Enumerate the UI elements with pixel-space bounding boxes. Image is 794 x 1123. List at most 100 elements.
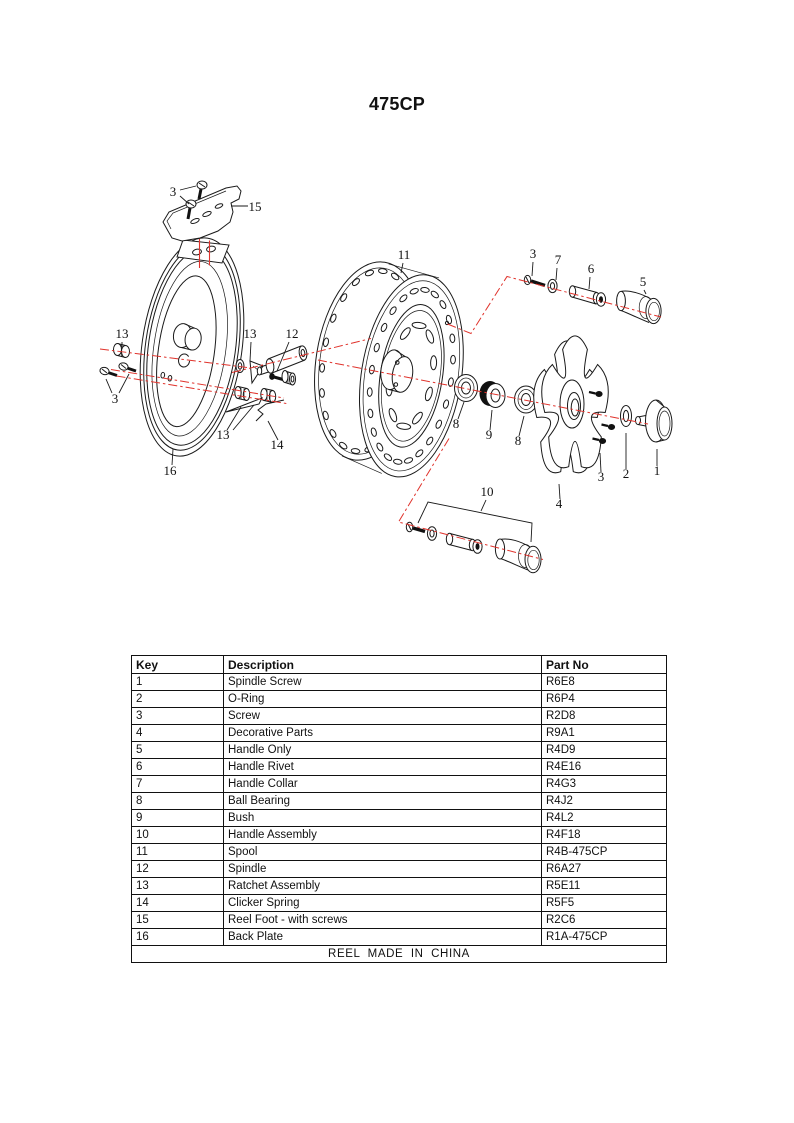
made-in-note: REEL MADE IN CHINA	[131, 945, 667, 963]
table-cell: 4	[131, 724, 224, 742]
table-cell: R4D9	[541, 741, 667, 759]
back-plate-drawing	[139, 237, 245, 457]
table-cell: R5E11	[541, 877, 667, 895]
plate-screws-drawing	[99, 362, 137, 377]
clicker-spring-drawing	[225, 397, 285, 422]
part-label: 7	[555, 252, 562, 267]
table-cell: R4J2	[541, 792, 667, 810]
table-footer-row: REEL MADE IN CHINA	[131, 945, 667, 963]
table-cell: 2	[131, 690, 224, 708]
table-cell: R4G3	[541, 775, 667, 793]
handle-parts-drawing	[523, 274, 662, 325]
table-cell: Back Plate	[223, 928, 542, 946]
table-cell: Handle Assembly	[223, 826, 542, 844]
table-cell: 5	[131, 741, 224, 759]
part-label: 1	[654, 463, 661, 478]
table-cell: Handle Rivet	[223, 758, 542, 776]
axis-lines	[99, 239, 662, 560]
part-label: 2	[623, 466, 630, 481]
page-title: 475CP	[368, 94, 426, 114]
table-cell: 14	[131, 894, 224, 912]
spindle-drawing	[256, 345, 308, 376]
part-label: 3	[530, 246, 537, 261]
col-header-part-no: Part No	[541, 655, 667, 674]
table-cell: R6A27	[541, 860, 667, 878]
col-header-description: Description	[223, 655, 542, 674]
table-cell: R4F18	[541, 826, 667, 844]
table-cell: Bush	[223, 809, 542, 827]
table-header-row: Key Description Part No	[131, 655, 667, 674]
decorative-star-drawing	[533, 335, 609, 474]
table-cell: 10	[131, 826, 224, 844]
ratchet-cap-drawing	[113, 343, 130, 358]
part-label: 13	[217, 427, 230, 442]
table-cell: R4B-475CP	[541, 843, 667, 861]
leader-lines	[105, 185, 658, 512]
part-label: 9	[486, 427, 493, 442]
part-label: 5	[640, 274, 647, 289]
table-cell: Ball Bearing	[223, 792, 542, 810]
table-cell: Clicker Spring	[223, 894, 542, 912]
table-cell: 16	[131, 928, 224, 946]
table-cell: Spindle	[223, 860, 542, 878]
table-cell: R2C6	[541, 911, 667, 929]
part-label: 6	[588, 261, 595, 276]
table-cell: 6	[131, 758, 224, 776]
part-label: 13	[244, 326, 257, 341]
o-ring-drawing	[620, 405, 632, 427]
spool-face-hole	[444, 320, 450, 326]
spool-drawing	[314, 261, 464, 478]
part-label: 14	[271, 437, 285, 452]
ball-bearing-drawing	[514, 385, 538, 414]
table-cell: Reel Foot - with screws	[223, 911, 542, 929]
table-cell: R2D8	[541, 707, 667, 725]
part-label: 3	[170, 184, 177, 199]
table-cell: R4E16	[541, 758, 667, 776]
table-cell: 9	[131, 809, 224, 827]
table-cell: 11	[131, 843, 224, 861]
star-screws-drawing	[588, 390, 616, 444]
exploded-diagram: 3 15 11 3 7 6 5 13 13 12 3 13 14 16 8 9 …	[99, 180, 673, 574]
foot-screw-drawing	[185, 180, 208, 220]
part-label: 13	[116, 326, 129, 341]
table-cell: 13	[131, 877, 224, 895]
part-label: 3	[112, 391, 119, 406]
back-plate-tab-drawing	[176, 239, 230, 264]
part-label: 4	[556, 496, 563, 511]
table-cell: R6E8	[541, 673, 667, 691]
spindle-screw-drawing	[635, 399, 673, 443]
part-label: 11	[398, 247, 411, 262]
part-label: 12	[286, 326, 299, 341]
table-cell: 3	[131, 707, 224, 725]
table-cell: R6P4	[541, 690, 667, 708]
part-labels: 3 15 11 3 7 6 5 13 13 12 3 13 14 16 8 9 …	[112, 184, 661, 511]
table-cell: Screw	[223, 707, 542, 725]
table-cell: O-Ring	[223, 690, 542, 708]
table-cell: 1	[131, 673, 224, 691]
ball-bearing-drawing	[454, 374, 478, 402]
part-label: 8	[453, 416, 460, 431]
table-cell: 7	[131, 775, 224, 793]
table-cell: Decorative Parts	[223, 724, 542, 742]
table-cell: 15	[131, 911, 224, 929]
assembly-bracket	[417, 501, 533, 543]
table-cell: R5F5	[541, 894, 667, 912]
handle-assembly-drawing	[405, 501, 542, 574]
table-cell: R4L2	[541, 809, 667, 827]
table-cell: Handle Only	[223, 741, 542, 759]
table-cell: Ratchet Assembly	[223, 877, 542, 895]
